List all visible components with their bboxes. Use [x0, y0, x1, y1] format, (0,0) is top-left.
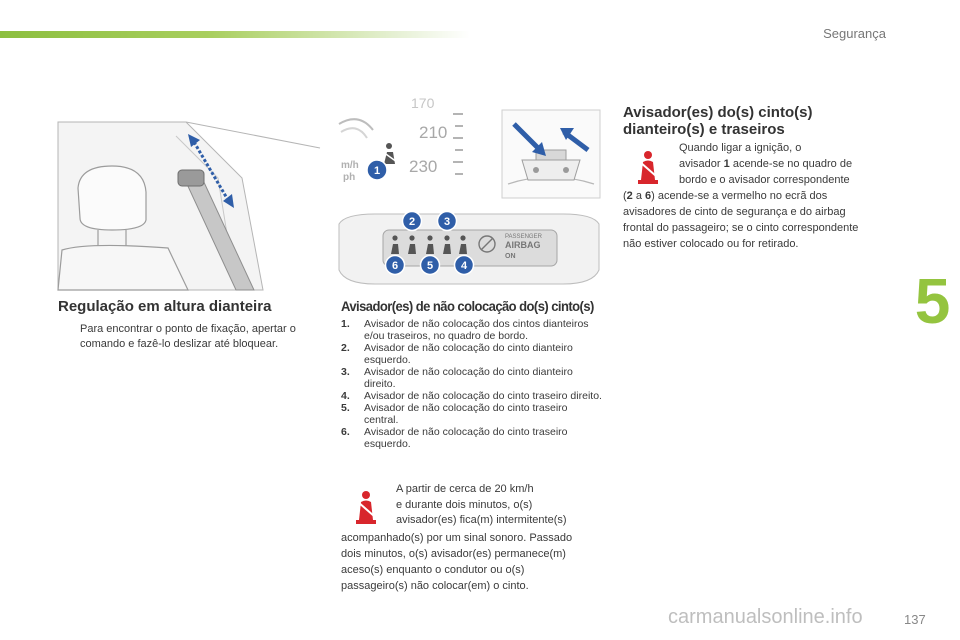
speed-note-continued: acompanhado(s) por um sinal sonoro. Pass…: [341, 532, 573, 592]
section-title: Segurança: [823, 26, 886, 41]
badge-6: 6: [384, 254, 406, 276]
page-number: 137: [904, 612, 926, 627]
seatbelt-rear-centre-icon: [426, 235, 434, 254]
seatbelt-red-warning-icon: [356, 491, 376, 524]
speed-unit-label-2: ph: [343, 172, 355, 183]
list-item: 5.Avisador de não colocação do cinto tra…: [341, 402, 568, 426]
list-item: 3.Avisador de não colocação do cinto dia…: [341, 366, 573, 390]
svg-text:5: 5: [427, 260, 433, 272]
svg-text:2: 2: [409, 216, 415, 228]
speed-mark-top: 170: [411, 95, 435, 111]
svg-text:6: 6: [392, 260, 398, 272]
ceiling-console-illustration: [501, 109, 601, 199]
svg-text:4: 4: [461, 260, 468, 272]
list-item: 6.Avisador de não colocação do cinto tra…: [341, 426, 568, 450]
height-adjustment-instruction: Para encontrar o ponto de fixação, apert…: [58, 322, 320, 352]
height-adjustment-title: Regulação em altura dianteira: [58, 298, 272, 315]
list-item: 4.Avisador de não colocação do cinto tra…: [341, 390, 602, 402]
badge-2: 2: [401, 210, 423, 232]
badge-1: 1: [366, 159, 388, 181]
seatbelt-warning-icon: [382, 143, 398, 164]
airbag-label: AIRBAG: [505, 240, 541, 250]
warning-lights-list: 1.Avisador de não colocação dos cintos d…: [341, 318, 603, 450]
svg-text:1: 1: [374, 165, 380, 177]
seatbelt-front-left-icon: [408, 235, 416, 254]
chapter-number: 5: [914, 265, 951, 337]
badge-3: 3: [436, 210, 458, 232]
badge-4: 4: [453, 254, 475, 276]
seatbelt-red-warning-icon: [638, 151, 658, 184]
instruction-text: Para encontrar o ponto de fixação, apert…: [80, 323, 296, 350]
ignition-note: Quando ligar a ignição, o avisador 1 ace…: [679, 142, 853, 186]
on-label: ON: [505, 253, 516, 260]
seatbelt-adjuster-illustration: [57, 108, 321, 291]
list-item: 1.Avisador de não colocação dos cintos d…: [341, 318, 589, 342]
rear-seatbelt-panel-illustration: PASSENGER AIRBAG ON 2 3 6 5 4: [335, 208, 603, 294]
speed-note: A partir de cerca de 20 km/h e durante d…: [396, 483, 567, 526]
header-accent-bar: [0, 31, 470, 38]
instrument-panel-illustration: m/h ph 170 210 230 1: [335, 95, 467, 204]
seatbelt-warning-title: Avisador(es) de não colocação do(s) cint…: [341, 298, 594, 314]
airbag-off-icon: [478, 235, 496, 253]
watermark: carmanualsonline.info: [668, 606, 863, 628]
front-rear-warning-title: Avisador(es) do(s) cinto(s) dianteiro(s)…: [623, 104, 813, 138]
speed-mark-230: 230: [409, 157, 437, 176]
speed-unit-label: m/h: [341, 160, 359, 171]
svg-text:3: 3: [444, 216, 450, 228]
seatbelt-front-right-icon: [443, 235, 451, 254]
ignition-note-continued: (2 a 6) acende-se a vermelho no ecrã dos…: [623, 190, 859, 250]
seatbelt-rear-right-icon: [459, 235, 467, 254]
badge-5: 5: [419, 254, 441, 276]
seatbelt-rear-left-icon: [391, 235, 399, 254]
passenger-label: PASSENGER: [505, 234, 543, 240]
speed-mark-210: 210: [419, 123, 447, 142]
list-item: 2.Avisador de não colocação do cinto dia…: [341, 342, 573, 366]
